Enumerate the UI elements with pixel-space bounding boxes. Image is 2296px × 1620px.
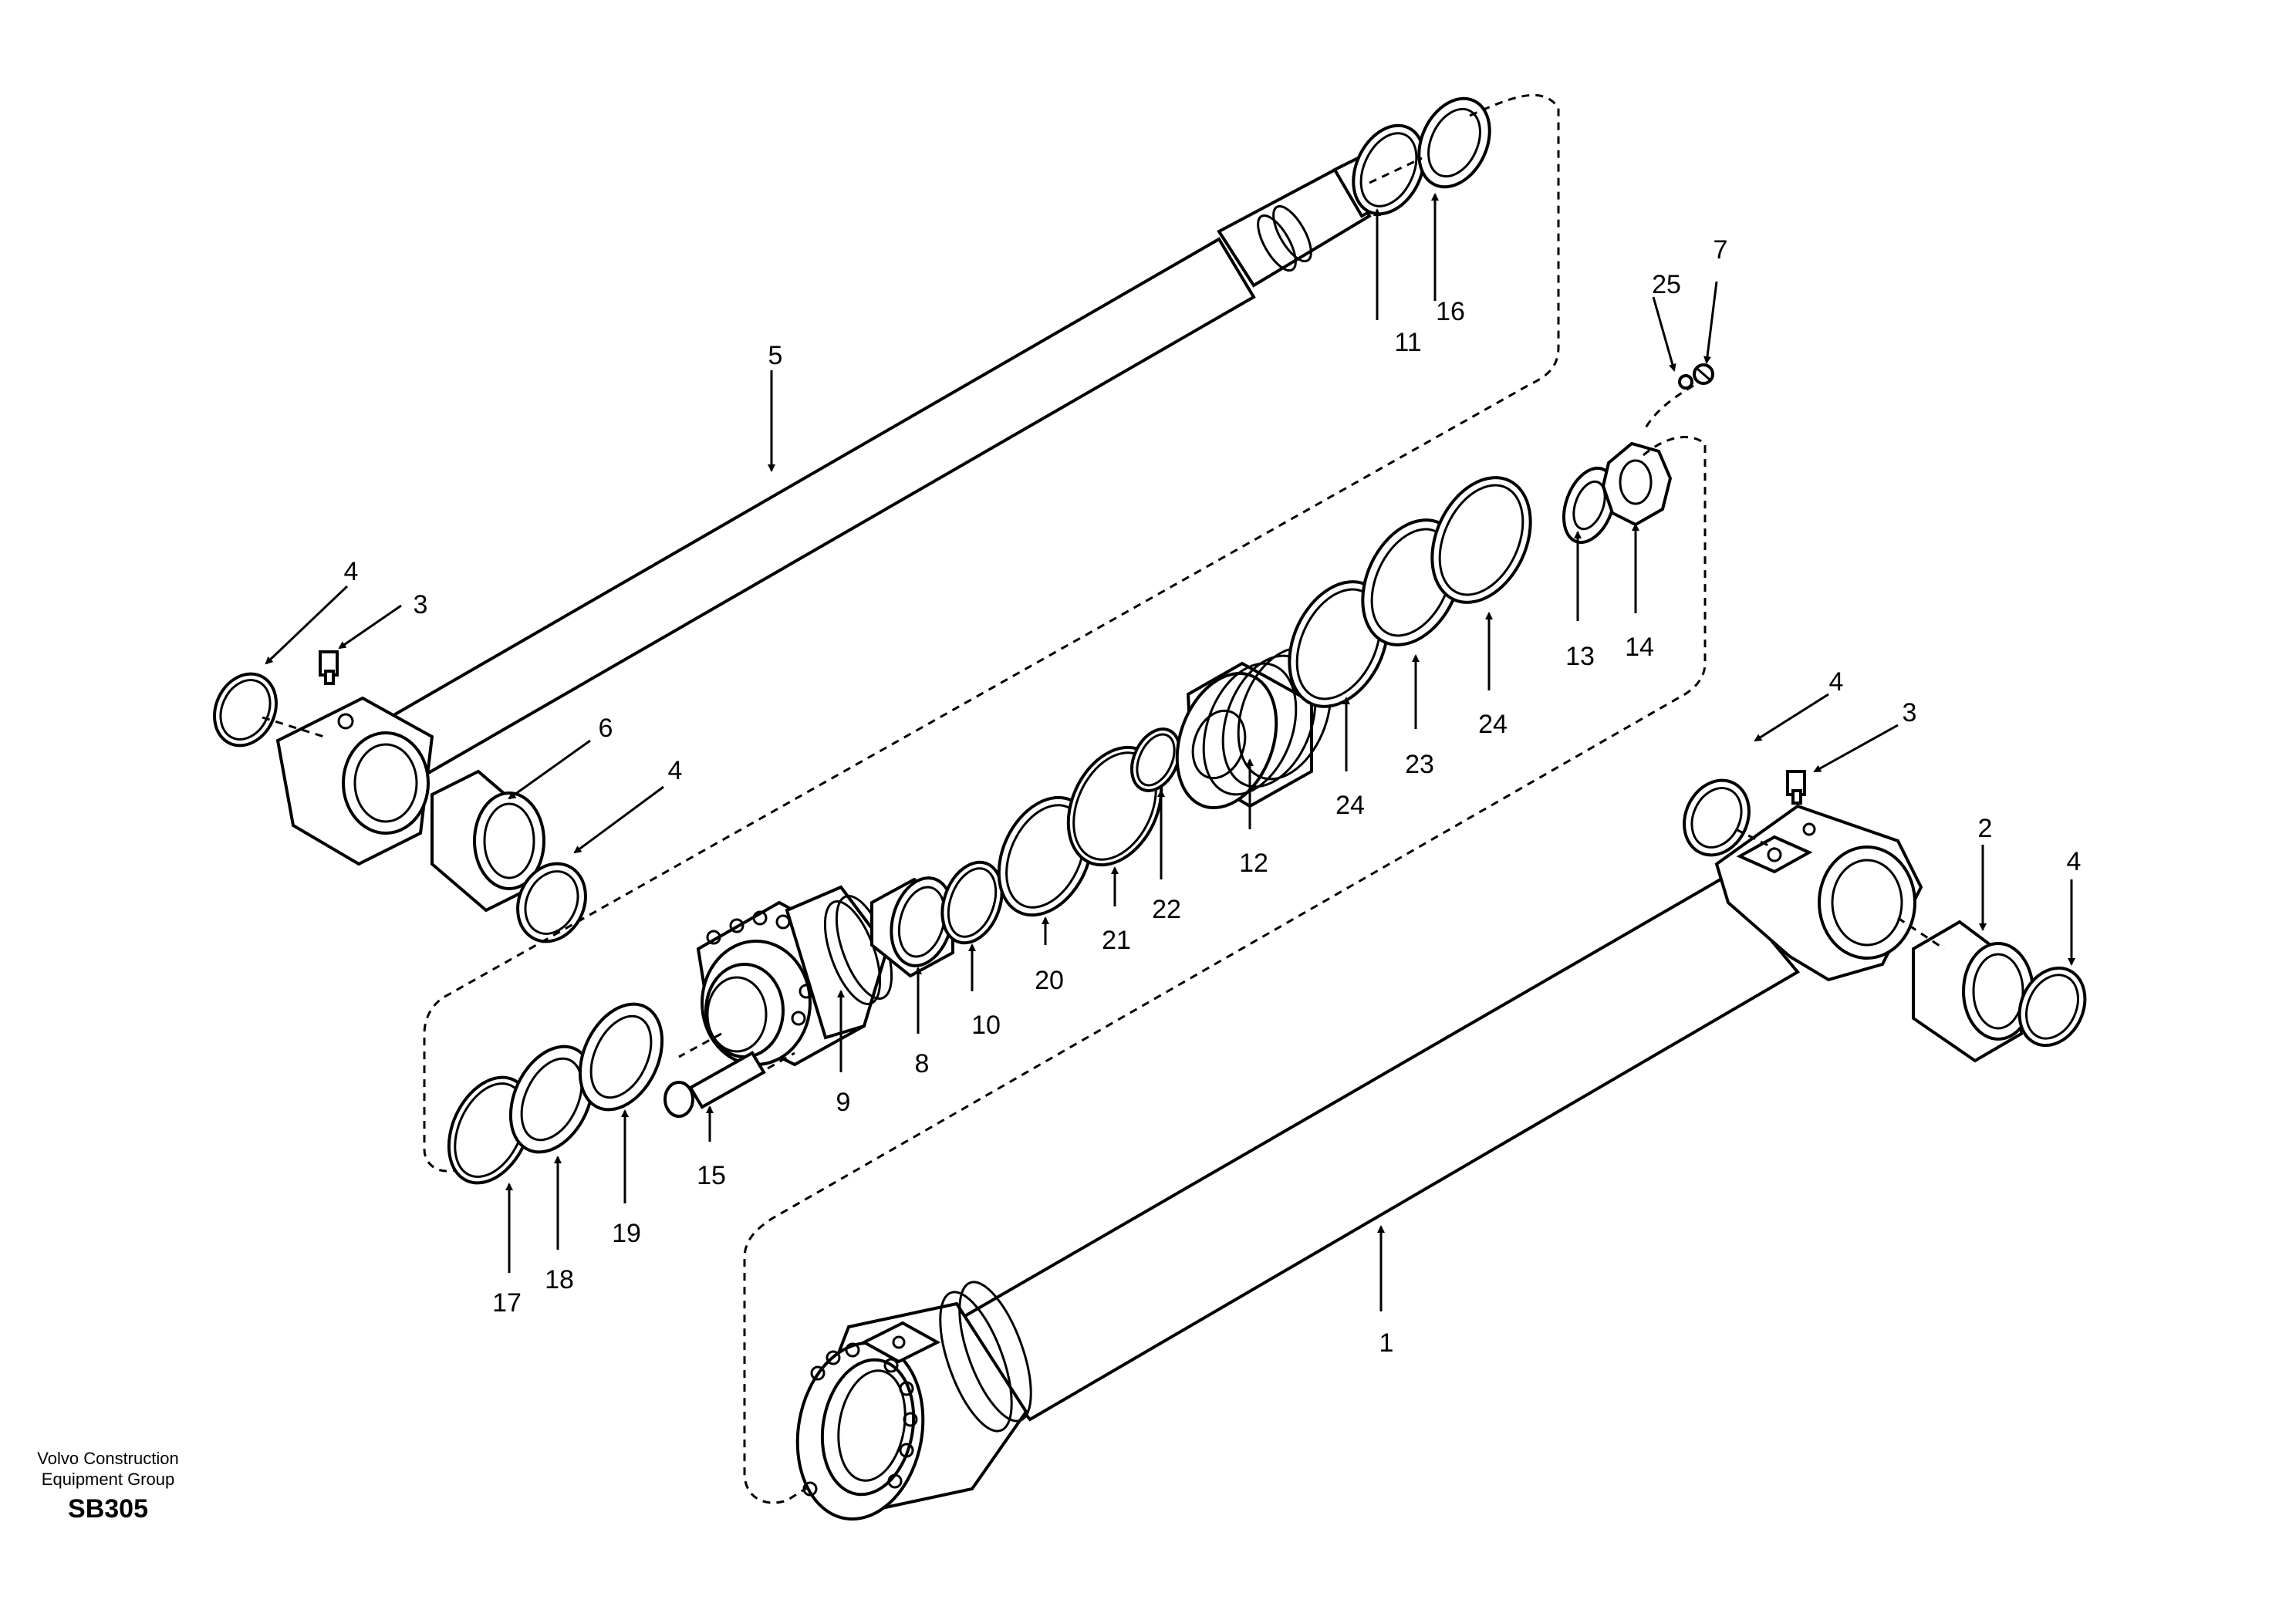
seal-ring-22 xyxy=(1130,727,1181,792)
company-name-line1: Volvo Construction xyxy=(37,1449,178,1468)
label-part-3-left: 3 xyxy=(414,590,428,619)
label-part-10: 10 xyxy=(971,1011,1001,1040)
head-bolt xyxy=(663,1051,766,1118)
label-part-25: 25 xyxy=(1652,270,1681,299)
label-part-16: 16 xyxy=(1436,297,1465,326)
label-part-5: 5 xyxy=(768,341,783,370)
cylinder-tube xyxy=(795,877,1801,1521)
piston-nut xyxy=(1601,441,1673,527)
label-part-13: 13 xyxy=(1565,642,1595,671)
label-part-4-left-upper: 4 xyxy=(344,557,359,586)
label-part-15: 15 xyxy=(697,1161,726,1190)
head-bushing-8 xyxy=(870,876,954,978)
label-part-14: 14 xyxy=(1625,633,1654,662)
snap-ring-left-upper xyxy=(213,672,278,748)
cylinder-head xyxy=(696,885,893,1067)
label-part-23: 23 xyxy=(1405,750,1434,779)
rod-eye xyxy=(275,696,434,866)
piston xyxy=(1175,646,1332,810)
piston-dashed-path xyxy=(743,384,1707,1504)
company-name-line2: Equipment Group xyxy=(42,1470,174,1489)
label-part-7: 7 xyxy=(1714,235,1728,265)
label-part-3-right: 3 xyxy=(1903,698,1917,727)
grease-fitting-right xyxy=(1786,770,1806,805)
label-part-21: 21 xyxy=(1102,926,1131,955)
rod-ring-16 xyxy=(1417,96,1491,189)
leader-arrows xyxy=(265,193,2075,1311)
label-part-8: 8 xyxy=(915,1049,930,1078)
label-part-4-left-lower: 4 xyxy=(668,756,683,785)
label-part-1: 1 xyxy=(1379,1328,1394,1358)
label-part-19: 19 xyxy=(612,1219,641,1248)
label-part-22: 22 xyxy=(1152,895,1181,924)
steel-ball xyxy=(1678,374,1693,390)
label-part-24-lower: 24 xyxy=(1335,791,1365,820)
seal-ring-18 xyxy=(508,1045,595,1154)
rod-ring-11 xyxy=(1352,123,1426,216)
label-part-18: 18 xyxy=(545,1265,574,1294)
tube-bushing xyxy=(1912,920,2034,1063)
label-part-20: 20 xyxy=(1035,966,1064,995)
cylinder-eye xyxy=(1714,804,1923,982)
seal-ring-19 xyxy=(578,1002,664,1112)
label-part-9: 9 xyxy=(836,1088,851,1117)
label-part-11: 11 xyxy=(1394,328,1421,357)
grease-fitting-left xyxy=(319,650,339,685)
label-part-12: 12 xyxy=(1239,849,1268,878)
label-part-4-right-upper: 4 xyxy=(1829,667,1844,697)
label-part-24-upper: 24 xyxy=(1478,710,1508,739)
label-part-2: 2 xyxy=(1978,814,1993,843)
label-part-6: 6 xyxy=(599,714,613,743)
diagram-code: SB305 xyxy=(68,1494,148,1524)
label-part-4-right-lower: 4 xyxy=(2067,847,2082,876)
set-screw xyxy=(1693,363,1714,385)
label-part-17: 17 xyxy=(492,1288,522,1318)
